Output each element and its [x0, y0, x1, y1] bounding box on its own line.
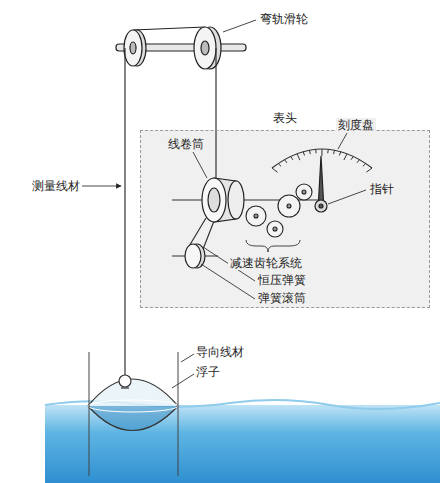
dial-tick	[291, 156, 293, 159]
dial-tick	[272, 168, 278, 172]
dial-tick	[309, 150, 311, 154]
curved-pulley	[116, 27, 246, 69]
dial-tick	[303, 152, 304, 156]
guide-wire	[89, 352, 178, 476]
dial-tick	[366, 168, 372, 172]
dial-tick	[363, 164, 366, 167]
pointer	[315, 156, 327, 212]
dial-tick	[333, 150, 335, 154]
dial-tick	[327, 149, 329, 153]
dial-tick	[357, 160, 360, 163]
part-label: 恒压弹簧	[256, 273, 308, 287]
dial-tick	[278, 164, 281, 167]
dial-tick	[297, 154, 300, 160]
reduction-gears	[246, 184, 312, 237]
dial-tick	[285, 160, 287, 163]
measuring-wire	[215, 48, 216, 182]
part-label: 弹簧滚筒	[256, 291, 308, 305]
region-title: 表头	[141, 110, 429, 127]
part-label: 浮子	[194, 365, 222, 379]
meter-head-ground	[140, 130, 430, 308]
wire-drum	[202, 178, 244, 222]
part-label: 刻度盘	[336, 118, 376, 132]
part-label: 弯轨滑轮	[258, 12, 310, 26]
water	[45, 405, 440, 483]
part-label: 测量线材	[30, 179, 82, 193]
dial-tick	[339, 152, 340, 156]
dial-tick	[315, 149, 316, 153]
dial-tick	[351, 156, 353, 159]
float	[88, 375, 178, 431]
part-label: 导向线材	[194, 345, 246, 359]
part-label: 减速齿轮系统	[228, 256, 304, 270]
leader-line	[82, 20, 366, 388]
part-label: 线卷筒	[166, 137, 206, 151]
dial-tick	[321, 149, 322, 156]
part-label: 指针	[368, 182, 396, 196]
dial-tick	[344, 154, 347, 160]
measuring-wire	[124, 48, 125, 375]
